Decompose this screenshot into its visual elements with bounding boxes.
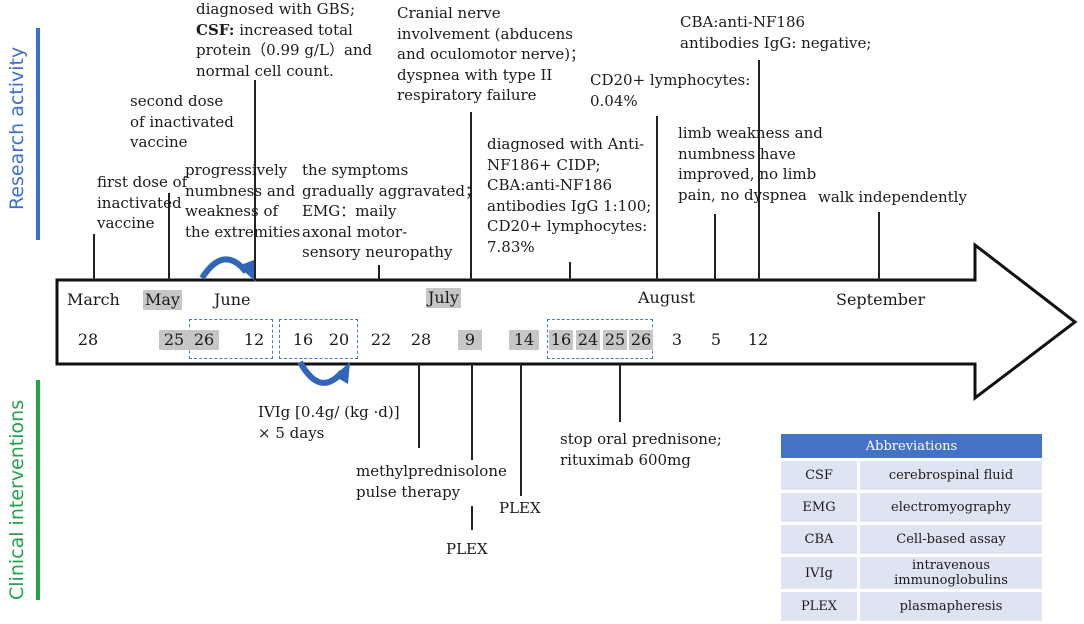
event-walk: walk independently: [818, 188, 967, 206]
date-jul-24: 24: [576, 330, 600, 350]
event-plex1: PLEX: [446, 540, 488, 558]
date-aug-5: 5: [710, 330, 722, 349]
month-march: March: [67, 290, 120, 309]
event-ivig: IVIg [0.4g/ (kg ·d)]× 5 days: [258, 403, 400, 442]
csf-label: CSF:: [196, 20, 235, 39]
date-jul-26: 26: [629, 330, 653, 350]
event-gbs: diagnosed with GBS; CSF: increased total…: [196, 0, 373, 80]
month-june: June: [214, 290, 251, 309]
tick-cranial: [470, 112, 472, 280]
date-jun-28: 28: [410, 330, 432, 349]
event-cd20: CD20+ lymphocytes:0.04%: [590, 71, 751, 110]
date-jul-9: 9: [458, 330, 482, 350]
event-plex2: PLEX: [499, 499, 541, 517]
month-august: August: [638, 288, 696, 307]
tick-plex1: [471, 364, 473, 460]
date-aug-12: 12: [747, 330, 769, 349]
tick-dose2: [168, 193, 170, 280]
date-mar-28: 28: [77, 330, 99, 349]
event-stop: stop oral prednisone;rituximab 600mg: [560, 430, 722, 469]
date-jun-16: 16: [292, 330, 314, 349]
date-jul-25: 25: [603, 330, 627, 350]
curved-arrow-up: [199, 256, 256, 282]
event-cidp: diagnosed with Anti-NF186+ CIDP;CBA:anti…: [487, 135, 652, 256]
tick-plex1-low: [471, 506, 473, 530]
date-group-box-2: [279, 319, 358, 359]
tick-cd20: [656, 116, 658, 280]
date-jun-12: 12: [243, 330, 265, 349]
date-may-25: 25: [159, 330, 189, 350]
month-september: September: [836, 290, 926, 309]
tick-plex2: [520, 364, 522, 496]
tick-gbs: [254, 80, 256, 280]
tick-aggravated: [378, 265, 380, 280]
date-jul-16: 16: [549, 330, 573, 350]
month-may: May: [143, 290, 182, 310]
date-aug-3: 3: [671, 330, 683, 349]
date-jun-22: 22: [370, 330, 392, 349]
date-may-26: 26: [189, 330, 219, 350]
tick-improved: [714, 214, 716, 280]
clinical-interventions-bar: [36, 380, 40, 600]
abbreviations-header: Abbreviations: [781, 434, 1042, 458]
tick-methyl: [418, 364, 420, 448]
date-jul-14: 14: [509, 330, 539, 350]
month-july: July: [426, 288, 461, 308]
date-jun-20: 20: [328, 330, 350, 349]
tick-dose1: [93, 234, 95, 280]
curved-arrow-down: [297, 360, 350, 386]
tick-walk: [878, 212, 880, 280]
tick-cba-neg: [758, 60, 760, 280]
tick-stop: [619, 364, 621, 422]
tick-cidp: [569, 262, 571, 280]
research-activity-bar: [36, 28, 40, 240]
